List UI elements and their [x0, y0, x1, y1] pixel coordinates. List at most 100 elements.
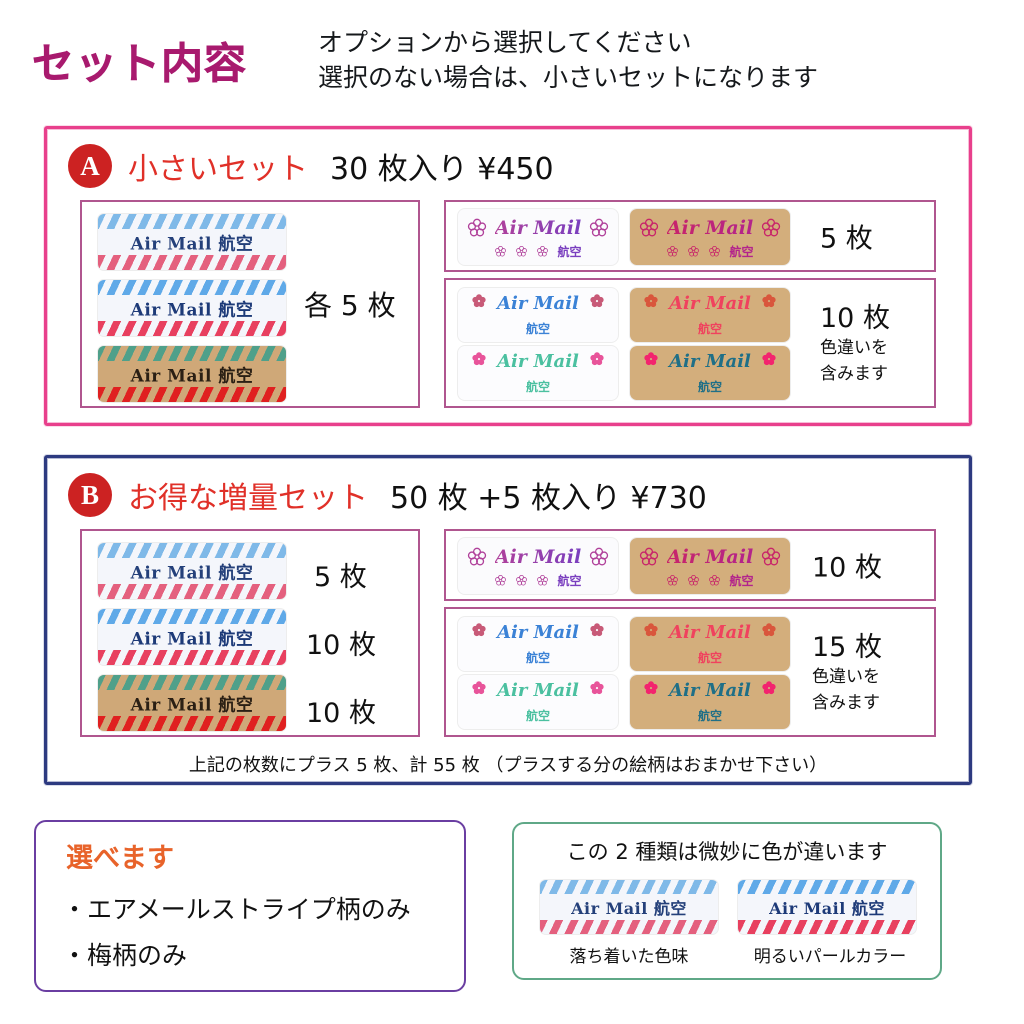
choose-box: 選べます ・エアメールストライプ柄のみ ・梅柄のみ [34, 820, 466, 992]
plum-frame-bottom-row: 航空 [458, 572, 618, 589]
plum-flower-icon [644, 681, 659, 695]
compare-caption-2: 明るいパールカラー [753, 947, 907, 967]
airmail-stripe-sticker: Air Mail 航空 [98, 346, 286, 402]
plum-flower-icon [688, 574, 700, 586]
plum-cluster-left [471, 680, 487, 701]
plum-cluster-left [471, 293, 487, 314]
plum-flower-icon [472, 294, 487, 308]
plum-flower-icon [644, 352, 659, 366]
set-a-badge: A [68, 144, 112, 188]
plum-flower-icon [640, 218, 659, 237]
plum-side-main-row: Air Mail [458, 293, 618, 314]
plum-frame-main-row: Air Mail [458, 546, 618, 568]
set-a-right-qty-2: 10 枚 [820, 303, 890, 334]
sticker-kanji: 航空 [525, 379, 550, 394]
sticker-kanji: 航空 [697, 321, 722, 336]
stripe-band-top [98, 675, 286, 690]
sticker-kanji: 航空 [729, 244, 754, 259]
plum-side-sticker: Air Mail 航空 [630, 617, 790, 671]
set-b-right-qty-1: 10 枚 [812, 552, 882, 584]
stripe-band-bottom [98, 255, 286, 270]
set-a-right-qty-note-1: 色違いを [820, 338, 888, 358]
airmail-stripe-sticker: Air Mail 航空 [98, 214, 286, 270]
header-note-line-1: オプションから選択してください [318, 28, 692, 57]
choose-title: 選べます [66, 843, 174, 874]
set-a-right-qty-1: 5 枚 [820, 223, 873, 255]
sticker-kanji: 航空 [525, 708, 550, 723]
plum-cluster-right [589, 622, 605, 643]
plum-cluster-right [761, 351, 777, 372]
compare-title: この 2 種類は微妙に色が違います [566, 840, 888, 864]
plum-cluster-right [589, 293, 605, 314]
plum-cluster-right [589, 680, 605, 701]
compare-box: この 2 種類は微妙に色が違います Air Mail 航空 Air Mail 航空… [512, 822, 942, 980]
set-b-badge: B [68, 473, 112, 517]
plum-flower-icon [589, 294, 604, 308]
plum-cluster-right [589, 351, 605, 372]
plum-frame-bottom-row: 航空 [458, 243, 618, 260]
set-b-left-qty-1: 5 枚 [314, 562, 367, 593]
stripe-band-top [98, 609, 286, 624]
airmail-stripe-sticker: Air Mail 航空 [540, 880, 718, 934]
plum-cluster-left [643, 680, 659, 701]
sticker-kanji: 航空 [697, 379, 722, 394]
plum-side-main-row: Air Mail [630, 351, 790, 372]
plum-flower-icon [516, 574, 528, 586]
plum-flower-icon [761, 681, 776, 695]
plum-flower-icon [537, 574, 549, 586]
sticker-text: Air Mail [497, 680, 579, 702]
plum-flower-icon [761, 352, 776, 366]
plum-side-main-row: Air Mail [630, 622, 790, 643]
choose-option-plum[interactable]: ・梅柄のみ [62, 941, 188, 970]
plum-side-main-row: Air Mail [630, 293, 790, 314]
plum-frame-sticker: Air Mail 航空 [458, 209, 618, 265]
plum-side-main-row: Air Mail [630, 680, 790, 701]
sticker-kanji: 航空 [697, 708, 722, 723]
plum-flower-icon [537, 245, 549, 257]
sticker-text: Air Mail 航空 [130, 300, 254, 321]
plum-flower-icon [688, 245, 700, 257]
set-a-name: 小さいセット [128, 152, 308, 187]
plum-flower-icon [472, 352, 487, 366]
plum-cluster-right [761, 622, 777, 643]
sticker-kanji: 航空 [557, 573, 582, 588]
plum-frame-main-row: Air Mail [458, 217, 618, 239]
stripe-band-bottom [98, 716, 286, 731]
choose-option-airmail[interactable]: ・エアメールストライプ柄のみ [62, 895, 411, 924]
sticker-text: Air Mail 航空 [130, 695, 254, 716]
sticker-text: Air Mail [669, 680, 751, 702]
plum-side-sticker: Air Mail 航空 [630, 346, 790, 400]
set-b-price: 50 枚 +5 枚入り ¥730 [390, 481, 707, 516]
airmail-stripe-sticker: Air Mail 航空 [98, 280, 286, 336]
plum-flower-icon [472, 623, 487, 637]
set-b-right-qty-2: 15 枚 [812, 632, 882, 663]
page-header: セット内容 オプションから選択してください 選択のない場合は、小さいセットになり… [0, 0, 1024, 118]
sticker-text: Air Mail [669, 622, 751, 644]
sticker-text: Air Mail 航空 [130, 629, 254, 650]
plum-side-main-row: Air Mail [458, 680, 618, 701]
stripe-band-top [738, 880, 916, 895]
sticker-text: Air Mail 航空 [130, 234, 254, 255]
plum-cluster-right [761, 293, 777, 314]
plum-frame-sticker: Air Mail 航空 [458, 538, 618, 594]
stripe-band-top [98, 280, 286, 295]
plum-cluster-left [643, 351, 659, 372]
airmail-stripe-sticker: Air Mail 航空 [738, 880, 916, 934]
header-note: オプションから選択してください 選択のない場合は、小さいセットになります [318, 26, 818, 95]
airmail-stripe-sticker: Air Mail 航空 [98, 609, 286, 665]
header-note-line-2: 選択のない場合は、小さいセットになります [318, 62, 819, 92]
plum-cluster-right [761, 680, 777, 701]
stripe-band-top [540, 880, 718, 895]
plum-frame-bottom-row: 航空 [630, 572, 790, 589]
sticker-kanji: 航空 [697, 650, 722, 665]
plum-flower-icon [468, 547, 487, 566]
stripe-band-top [98, 543, 286, 558]
plum-flower-icon [472, 681, 487, 695]
plum-flower-icon [640, 547, 659, 566]
plum-cluster-left [471, 351, 487, 372]
